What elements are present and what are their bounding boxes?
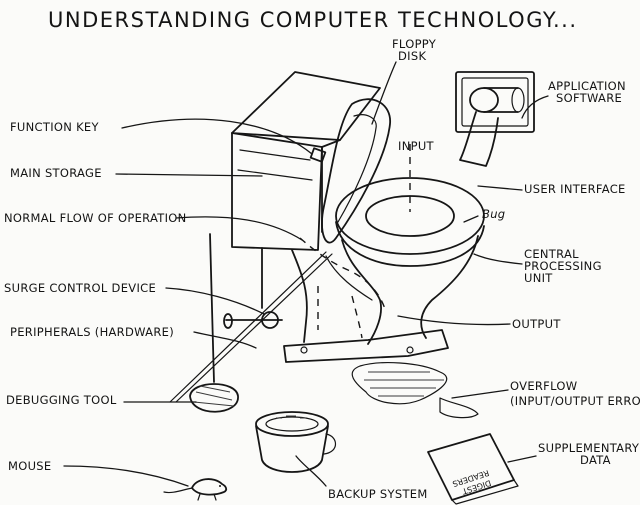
flush-handle-icon bbox=[309, 147, 327, 163]
label-user-interface: USER INTERFACE bbox=[524, 182, 626, 196]
tank-front bbox=[231, 132, 323, 251]
label-cpu-3: UNIT bbox=[524, 271, 553, 285]
arrow-floppy-disk bbox=[371, 61, 397, 125]
label-application-1: APPLICATION bbox=[548, 79, 626, 93]
arrow-cpu bbox=[473, 253, 523, 265]
arrow-supplementary-data bbox=[507, 455, 537, 463]
tank-shading bbox=[237, 149, 313, 181]
leader-lines bbox=[63, 61, 549, 487]
arrow-main-storage bbox=[115, 173, 263, 177]
label-bug: Bug bbox=[482, 207, 505, 221]
label-mouse: MOUSE bbox=[8, 459, 51, 473]
bowl-right-side bbox=[420, 235, 479, 339]
bowl-rim-lower bbox=[335, 221, 485, 267]
pedestal-left bbox=[291, 249, 308, 343]
bowl-left-side bbox=[341, 239, 382, 345]
label-backup-system: BACKUP SYSTEM bbox=[328, 487, 428, 501]
arrow-output bbox=[397, 315, 511, 326]
arrow-user-interface bbox=[477, 185, 523, 191]
label-cpu-2: PROCESSING bbox=[524, 259, 602, 273]
label-function-key: FUNCTION KEY bbox=[10, 120, 99, 134]
toilet-paper-roll-icon bbox=[455, 71, 535, 167]
diagram-title: UNDERSTANDING COMPUTER TECHNOLOGY... bbox=[48, 8, 578, 32]
labels: FUNCTION KEY MAIN STORAGE NORMAL FLOW OF… bbox=[4, 37, 640, 501]
label-debugging-tool: DEBUGGING TOOL bbox=[6, 393, 117, 407]
flow-dash-1 bbox=[299, 237, 387, 313]
puddle-icon bbox=[351, 362, 479, 419]
toilet-lid bbox=[321, 98, 391, 244]
toilet-lid-inner bbox=[337, 114, 377, 223]
label-overflow-1: OVERFLOW bbox=[510, 379, 577, 393]
arrow-overflow bbox=[451, 389, 509, 399]
arrow-bug bbox=[463, 215, 479, 223]
label-peripherals: PERIPHERALS (HARDWARE) bbox=[10, 325, 174, 339]
label-normal-flow: NORMAL FLOW OF OPERATION bbox=[4, 211, 187, 225]
arrow-function-key bbox=[121, 118, 313, 155]
label-floppy-2: DISK bbox=[398, 49, 426, 63]
arrow-mouse bbox=[63, 465, 189, 487]
tank-lid bbox=[231, 71, 381, 141]
label-cpu-1: CENTRAL bbox=[524, 247, 579, 261]
flow-dash-3 bbox=[351, 295, 363, 339]
toilet-seat bbox=[335, 177, 485, 255]
tank-top-edge bbox=[231, 132, 341, 148]
toilet-base bbox=[283, 329, 449, 363]
arrow-surge-control bbox=[165, 287, 265, 315]
arrow-normal-flow bbox=[175, 216, 303, 241]
potty-icon bbox=[255, 411, 337, 473]
arrow-backup-system bbox=[295, 455, 327, 487]
arrow-application-software bbox=[521, 95, 549, 119]
pipe-flange bbox=[223, 313, 233, 329]
label-main-storage: MAIN STORAGE bbox=[10, 166, 102, 180]
label-input: INPUT bbox=[398, 139, 435, 153]
label-application-2: SOFTWARE bbox=[556, 91, 622, 105]
wall-corner-line bbox=[169, 251, 327, 403]
label-supplementary-1: SUPPLEMENTARY bbox=[538, 441, 640, 455]
toilet-drawing bbox=[169, 71, 485, 403]
base-bolt bbox=[300, 346, 308, 354]
arrow-peripherals bbox=[193, 331, 257, 349]
label-floppy-1: FLOPPY bbox=[392, 37, 437, 51]
pedestal-curve bbox=[325, 255, 373, 301]
plunger-icon bbox=[189, 233, 239, 413]
wall-corner-line-2 bbox=[175, 253, 333, 403]
shutoff-valve bbox=[261, 311, 279, 329]
label-supplementary-2: DATA bbox=[580, 453, 611, 467]
mouse-icon bbox=[163, 478, 228, 501]
label-overflow-2: (INPUT/OUTPUT ERROR) bbox=[510, 394, 640, 408]
base-bolt-2 bbox=[406, 346, 414, 354]
label-surge-control: SURGE CONTROL DEVICE bbox=[4, 281, 156, 295]
label-output: OUTPUT bbox=[512, 317, 561, 331]
magazine-icon: READERS DIGEST bbox=[427, 433, 519, 505]
